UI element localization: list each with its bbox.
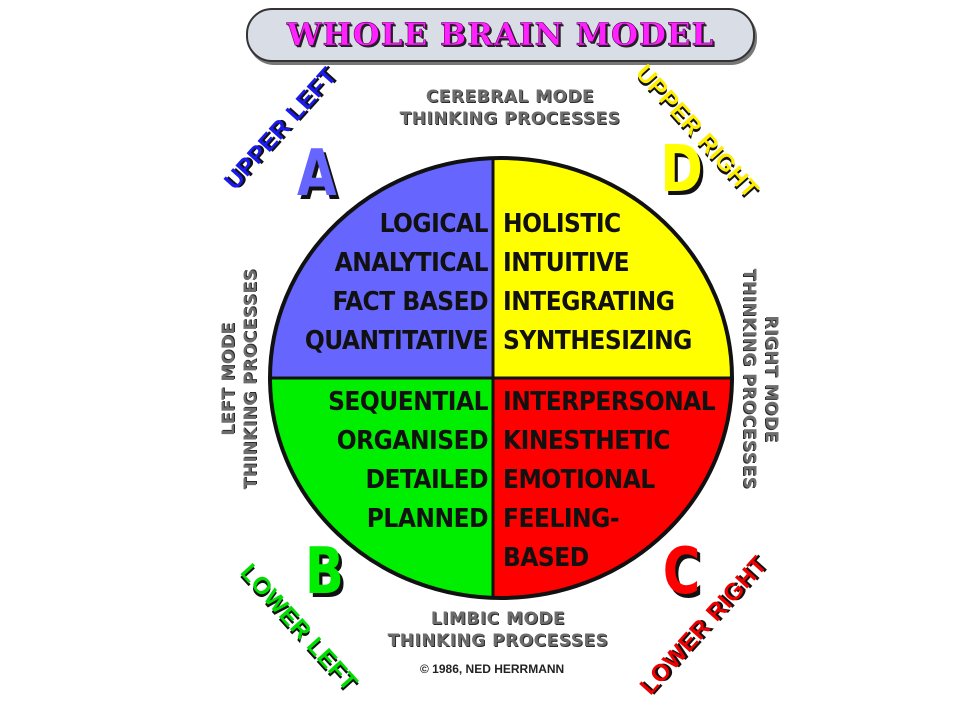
mode-label-line: THINKING PROCESSES <box>387 631 609 651</box>
quadrant-c-letter: C <box>662 535 701 609</box>
trait: PLANNED <box>366 504 489 534</box>
trait: ANALYTICAL <box>334 248 489 278</box>
trait: KINESTHETIC <box>503 426 671 456</box>
mode-label-line: THINKING PROCESSES <box>241 268 261 490</box>
quadrant-b-letter: B <box>304 535 344 609</box>
left-mode-label: LEFT MODE THINKING PROCESSES <box>218 249 262 509</box>
quadrant-c-traits: INTERPERSONAL KINESTHETIC EMOTIONAL FEEL… <box>503 383 716 578</box>
trait: DETAILED <box>365 465 489 495</box>
trait: FACT BASED <box>332 287 488 317</box>
mode-label-line: LIMBIC MODE <box>430 609 566 629</box>
title-banner: WHOLE BRAIN MODEL <box>246 8 755 62</box>
page-title: WHOLE BRAIN MODEL <box>286 17 715 54</box>
trait: HOLISTIC <box>503 209 621 239</box>
right-mode-label: RIGHT MODE THINKING PROCESSES <box>738 249 782 509</box>
quadrant-a-traits: LOGICAL ANALYTICAL FACT BASED QUANTITATI… <box>280 205 489 361</box>
trait: INTERPERSONAL <box>503 387 716 417</box>
trait: LOGICAL <box>379 209 489 239</box>
copyright-notice: © 1986, NED HERRMANN <box>420 662 565 676</box>
mode-label-line: THINKING PROCESSES <box>739 268 759 490</box>
circle-outline <box>268 156 734 600</box>
trait: INTEGRATING <box>503 287 675 317</box>
quadrant-d-letter: D <box>660 133 703 207</box>
mode-label-line: RIGHT MODE <box>761 315 781 443</box>
limbic-mode-label: LIMBIC MODE THINKING PROCESSES <box>368 608 628 652</box>
mode-label-line: THINKING PROCESSES <box>399 109 621 129</box>
mode-label-line: CEREBRAL MODE <box>425 87 595 107</box>
trait: EMOTIONAL <box>503 465 655 495</box>
cerebral-mode-label: CEREBRAL MODE THINKING PROCESSES <box>380 86 640 130</box>
trait: FEELING- <box>503 504 620 534</box>
trait: BASED <box>503 543 589 573</box>
quadrant-b-traits: SEQUENTIAL ORGANISED DETAILED PLANNED <box>280 383 488 539</box>
trait: ORGANISED <box>336 426 489 456</box>
trait: SYNTHESIZING <box>503 326 692 356</box>
mode-label-line: LEFT MODE <box>219 322 239 436</box>
quadrant-d-traits: HOLISTIC INTUITIVE INTEGRATING SYNTHESIZ… <box>503 205 692 361</box>
quadrant-a-letter: A <box>296 137 337 211</box>
trait: SEQUENTIAL <box>328 387 488 417</box>
trait: QUANTITATIVE <box>304 326 489 356</box>
trait: INTUITIVE <box>503 248 630 278</box>
